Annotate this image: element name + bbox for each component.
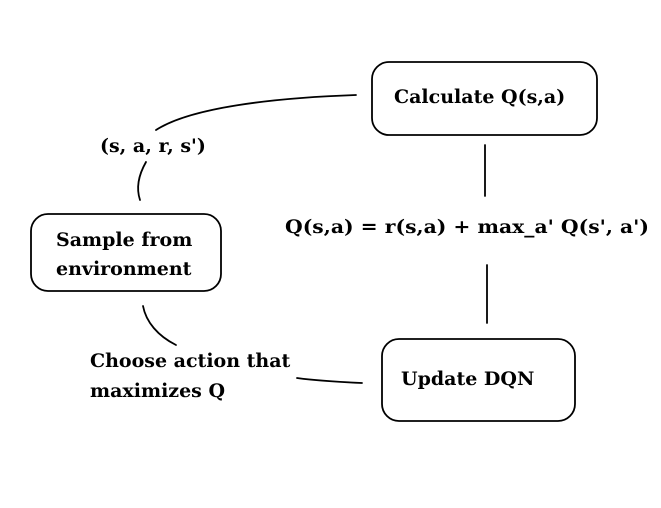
- node-calculate-q: Calculate Q(s,a): [371, 61, 598, 136]
- node-calculate-q-box: [371, 61, 598, 136]
- edge-label-transition-tuple: (s, a, r, s'): [100, 135, 206, 157]
- edge-choose-label-to-sample: [142, 305, 177, 346]
- edge-update-to-choose-label: [296, 377, 363, 384]
- node-sample-environment: Sample from environment: [30, 213, 222, 292]
- node-sample-environment-box: [30, 213, 222, 292]
- node-update-dqn-box: [381, 338, 576, 422]
- edge-label-bellman-equation: Q(s,a) = r(s,a) + max_a' Q(s', a'): [285, 216, 649, 238]
- edge-sample-to-transition-label: [137, 161, 147, 201]
- node-sample-environment-label-line-1: Sample from: [56, 229, 192, 251]
- node-calculate-q-label: Calculate Q(s,a): [394, 86, 565, 108]
- edge-label-choose-action-line-2: maximizes Q: [90, 380, 225, 402]
- edge-label-choose-action-line-1: Choose action that: [90, 350, 291, 372]
- node-update-dqn-label: Update DQN: [401, 368, 534, 390]
- node-sample-environment-label-line-2: environment: [56, 258, 192, 280]
- edge-transition-label-to-calculate: [155, 94, 357, 131]
- node-update-dqn: Update DQN: [381, 338, 576, 422]
